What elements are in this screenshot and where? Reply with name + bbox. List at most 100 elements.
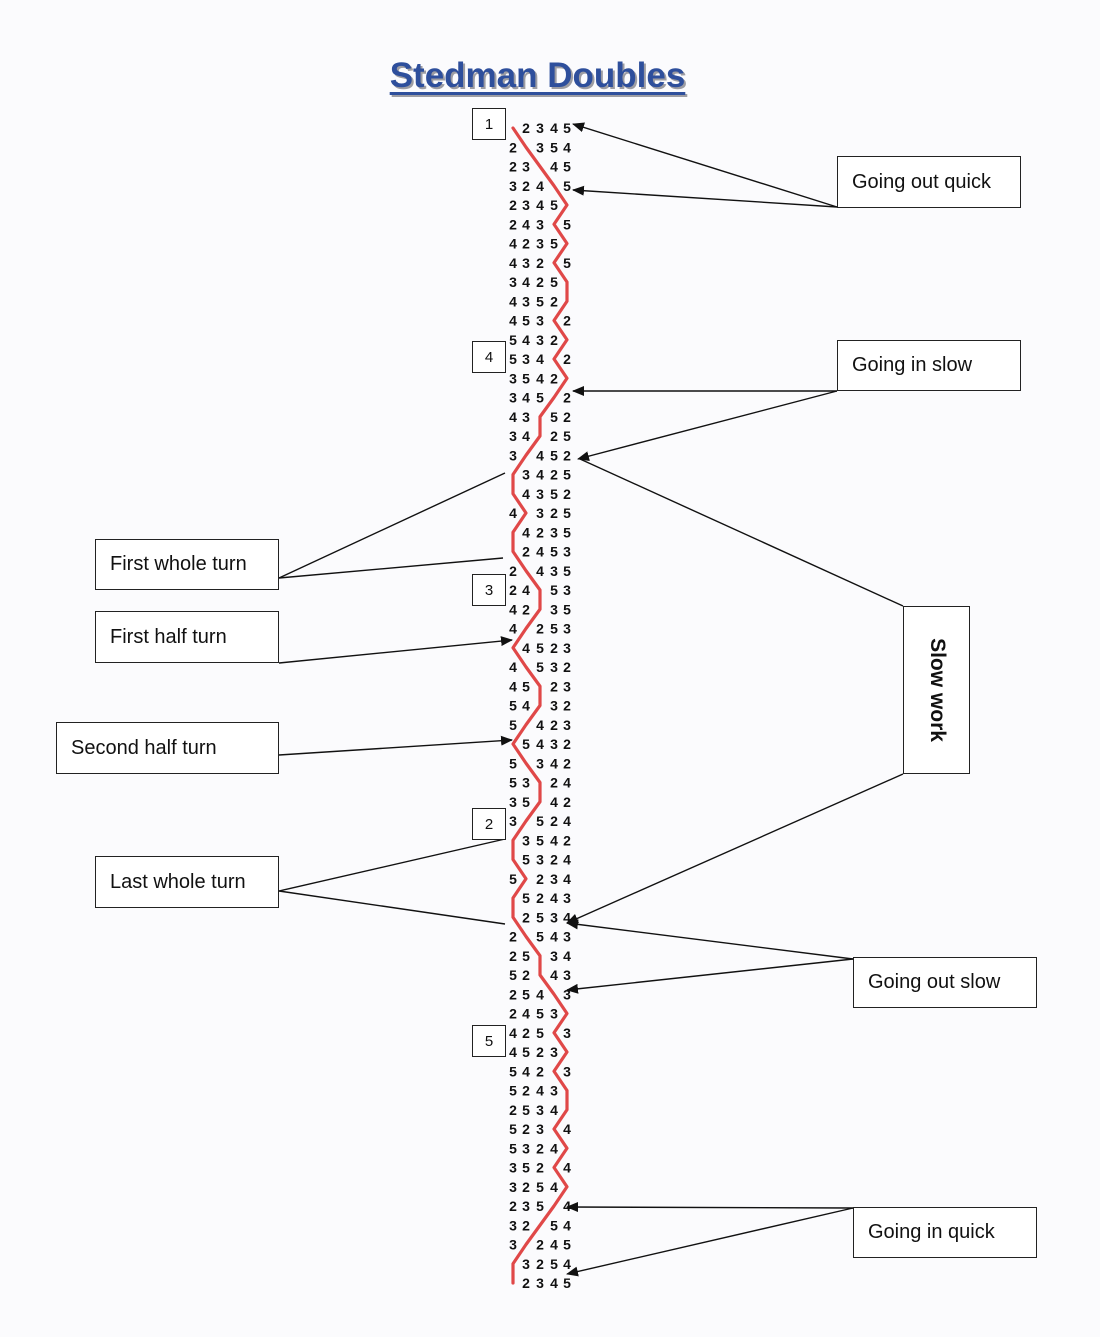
row-60-bell-5: 5 — [550, 1256, 558, 1272]
row-35-bell-5: 5 — [509, 775, 517, 791]
row-51-bell-3: 3 — [550, 1083, 558, 1099]
connector-line-2 — [572, 185, 838, 208]
row-13-bell-2: 2 — [563, 351, 571, 367]
row-47-bell-5: 5 — [536, 1006, 544, 1022]
row-47-bell-4: 4 — [522, 1006, 530, 1022]
row-24-bell-2: 2 — [509, 563, 517, 579]
row-42-bell-2: 2 — [522, 909, 530, 925]
row-59-bell-4: 4 — [550, 1237, 558, 1253]
row-50-bell-3: 3 — [563, 1063, 571, 1079]
row-33-bell-4: 4 — [536, 736, 544, 752]
row-59-bell-3: 3 — [509, 1237, 517, 1253]
row-51-bell-4: 4 — [536, 1083, 544, 1099]
row-56-bell-4: 4 — [550, 1179, 558, 1195]
row-44-bell-4: 4 — [563, 948, 571, 964]
row-8-bell-4: 4 — [509, 255, 517, 271]
row-5-bell-4: 4 — [536, 197, 544, 213]
row-7-bell-4: 4 — [509, 236, 517, 252]
row-43-bell-2: 2 — [509, 929, 517, 945]
row-61-bell-4: 4 — [550, 1275, 558, 1291]
row-25-bell-5: 5 — [550, 582, 558, 598]
row-54-bell-2: 2 — [536, 1140, 544, 1156]
row-43-bell-3: 3 — [563, 929, 571, 945]
row-55-bell-4: 4 — [563, 1160, 571, 1176]
connector-line-15 — [566, 1202, 854, 1213]
connector-line-9 — [278, 838, 506, 892]
row-61-bell-5: 5 — [563, 1275, 571, 1291]
row-37-bell-5: 5 — [536, 813, 544, 829]
row-47-bell-3: 3 — [550, 1006, 558, 1022]
row-29-bell-2: 2 — [563, 659, 571, 675]
label-first-whole-turn: First whole turn — [95, 539, 279, 590]
row-32-bell-4: 4 — [536, 717, 544, 733]
row-20-bell-2: 2 — [563, 486, 571, 502]
row-61-bell-3: 3 — [536, 1275, 544, 1291]
treble-line — [511, 126, 569, 1285]
row-2-bell-4: 4 — [563, 139, 571, 155]
row-15-bell-2: 2 — [563, 390, 571, 406]
row-58-bell-3: 3 — [509, 1217, 517, 1233]
row-36-bell-5: 5 — [522, 794, 530, 810]
row-59-bell-2: 2 — [536, 1237, 544, 1253]
label-last-whole-turn: Last whole turn — [95, 856, 279, 908]
row-26-bell-3: 3 — [550, 601, 558, 617]
row-22-bell-3: 3 — [550, 524, 558, 540]
row-16-bell-4: 4 — [509, 409, 517, 425]
row-32-bell-5: 5 — [509, 717, 517, 733]
lead-start-number-5: 5 — [472, 1025, 506, 1057]
connector-line-12 — [566, 773, 904, 924]
row-21-bell-4: 4 — [509, 505, 517, 521]
row-48-bell-2: 2 — [522, 1025, 530, 1041]
label-second-half-turn: Second half turn — [56, 722, 279, 774]
row-52-bell-4: 4 — [550, 1102, 558, 1118]
row-18-bell-4: 4 — [536, 447, 544, 463]
row-23-bell-3: 3 — [563, 544, 571, 560]
row-45-bell-2: 2 — [522, 967, 530, 983]
row-25-bell-2: 2 — [509, 582, 517, 598]
connector-line-14 — [566, 958, 854, 994]
row-38-bell-4: 4 — [550, 832, 558, 848]
row-13-bell-5: 5 — [509, 351, 517, 367]
row-30-bell-5: 5 — [522, 678, 530, 694]
row-54-bell-5: 5 — [509, 1140, 517, 1156]
row-10-bell-2: 2 — [550, 293, 558, 309]
row-52-bell-5: 5 — [522, 1102, 530, 1118]
row-37-bell-4: 4 — [563, 813, 571, 829]
row-22-bell-2: 2 — [536, 524, 544, 540]
row-41-bell-2: 2 — [536, 890, 544, 906]
row-3-bell-3: 3 — [522, 159, 530, 175]
row-28-bell-4: 4 — [522, 640, 530, 656]
row-24-bell-4: 4 — [536, 563, 544, 579]
row-11-bell-3: 3 — [536, 313, 544, 329]
row-6-bell-4: 4 — [522, 216, 530, 232]
row-60-bell-3: 3 — [522, 1256, 530, 1272]
row-57-bell-4: 4 — [563, 1198, 571, 1214]
row-19-bell-2: 2 — [550, 467, 558, 483]
row-18-bell-5: 5 — [550, 447, 558, 463]
row-26-bell-4: 4 — [509, 601, 517, 617]
row-17-bell-5: 5 — [563, 428, 571, 444]
row-44-bell-2: 2 — [509, 948, 517, 964]
row-13-bell-4: 4 — [536, 351, 544, 367]
row-1-bell-2: 2 — [522, 120, 530, 136]
row-1-bell-4: 4 — [550, 120, 558, 136]
row-2-bell-3: 3 — [536, 139, 544, 155]
row-11-bell-5: 5 — [522, 313, 530, 329]
row-12-bell-3: 3 — [536, 332, 544, 348]
row-31-bell-5: 5 — [509, 698, 517, 714]
row-36-bell-2: 2 — [563, 794, 571, 810]
row-15-bell-4: 4 — [522, 390, 530, 406]
row-31-bell-4: 4 — [522, 698, 530, 714]
row-32-bell-3: 3 — [563, 717, 571, 733]
row-25-bell-4: 4 — [522, 582, 530, 598]
row-29-bell-5: 5 — [536, 659, 544, 675]
row-26-bell-5: 5 — [563, 601, 571, 617]
row-24-bell-5: 5 — [563, 563, 571, 579]
row-21-bell-5: 5 — [563, 505, 571, 521]
label-going-out-quick: Going out quick — [837, 156, 1021, 208]
row-57-bell-5: 5 — [536, 1198, 544, 1214]
row-19-bell-5: 5 — [563, 467, 571, 483]
row-18-bell-3: 3 — [509, 447, 517, 463]
row-34-bell-3: 3 — [536, 755, 544, 771]
